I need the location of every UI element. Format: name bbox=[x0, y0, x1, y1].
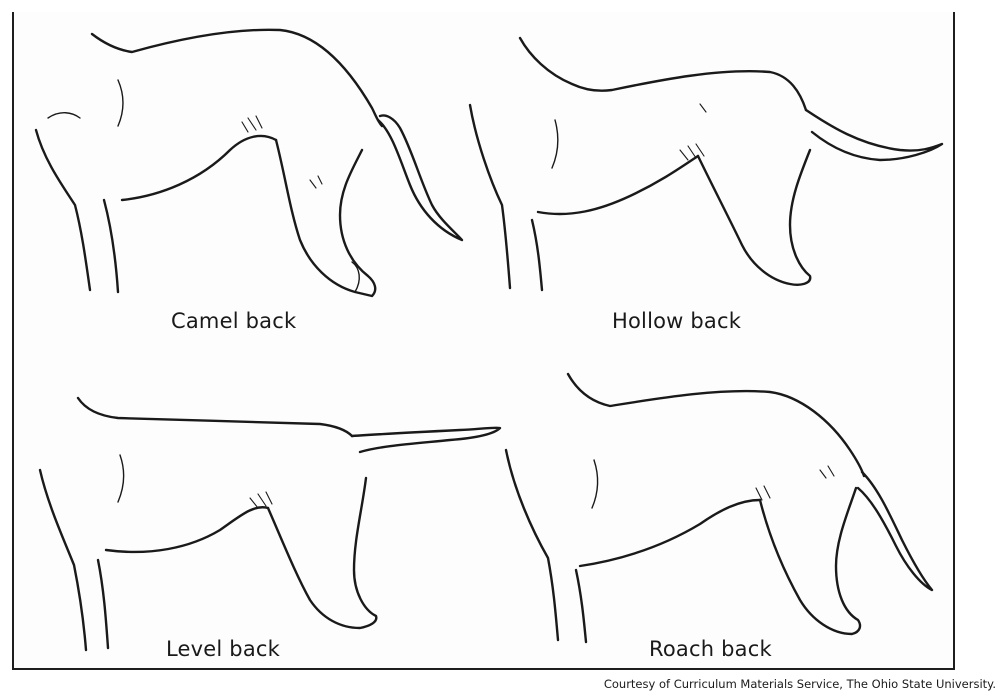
camel-chest bbox=[48, 113, 80, 118]
hollow-belly bbox=[538, 156, 698, 214]
camel-belly bbox=[122, 136, 276, 200]
roach-shoulder bbox=[592, 460, 598, 508]
credit-caption: Courtesy of Curriculum Materials Service… bbox=[604, 677, 996, 691]
roach-front-leg-1 bbox=[506, 450, 558, 640]
hollow-hatch-1 bbox=[680, 144, 704, 160]
roach-front-leg-2 bbox=[576, 570, 586, 642]
level-tail bbox=[352, 428, 500, 452]
hollow-front-leg-1 bbox=[470, 105, 510, 288]
level-back-drawing bbox=[40, 398, 500, 650]
level-topline bbox=[78, 398, 352, 436]
roach-hatch-1 bbox=[756, 486, 770, 500]
camel-front-leg-2 bbox=[104, 200, 118, 292]
camel-back-drawing bbox=[36, 30, 462, 296]
camel-topline bbox=[92, 30, 382, 126]
level-front-leg-2 bbox=[98, 560, 108, 648]
roach-back-drawing bbox=[506, 374, 932, 642]
hollow-shoulder bbox=[552, 120, 558, 168]
level-hatch-1 bbox=[250, 492, 272, 508]
camel-hatch-1 bbox=[242, 116, 262, 132]
hollow-back-label: Hollow back bbox=[612, 309, 741, 333]
roach-rear-leg bbox=[760, 488, 860, 634]
hollow-rear-leg bbox=[698, 150, 810, 285]
camel-back-label: Camel back bbox=[171, 309, 296, 333]
level-rear-leg bbox=[268, 478, 376, 628]
roach-tail bbox=[858, 472, 932, 590]
hollow-hatch-2 bbox=[700, 104, 706, 112]
roach-back-label: Roach back bbox=[649, 637, 772, 661]
camel-hatch-2 bbox=[310, 176, 322, 188]
camel-shoulder bbox=[118, 80, 123, 126]
level-belly bbox=[106, 507, 268, 552]
roach-topline bbox=[568, 374, 864, 476]
hollow-tail bbox=[806, 110, 942, 160]
camel-rear-leg bbox=[276, 140, 375, 296]
camel-front-leg-1 bbox=[36, 130, 90, 290]
roach-hatch-2 bbox=[820, 466, 834, 478]
level-back-label: Level back bbox=[166, 637, 280, 661]
camel-tail bbox=[378, 116, 462, 241]
hollow-topline bbox=[520, 38, 806, 110]
hollow-back-drawing bbox=[470, 38, 942, 290]
level-shoulder bbox=[118, 455, 124, 502]
roach-belly bbox=[580, 500, 760, 566]
hollow-front-leg-2 bbox=[532, 220, 542, 290]
level-front-leg-1 bbox=[40, 470, 86, 650]
